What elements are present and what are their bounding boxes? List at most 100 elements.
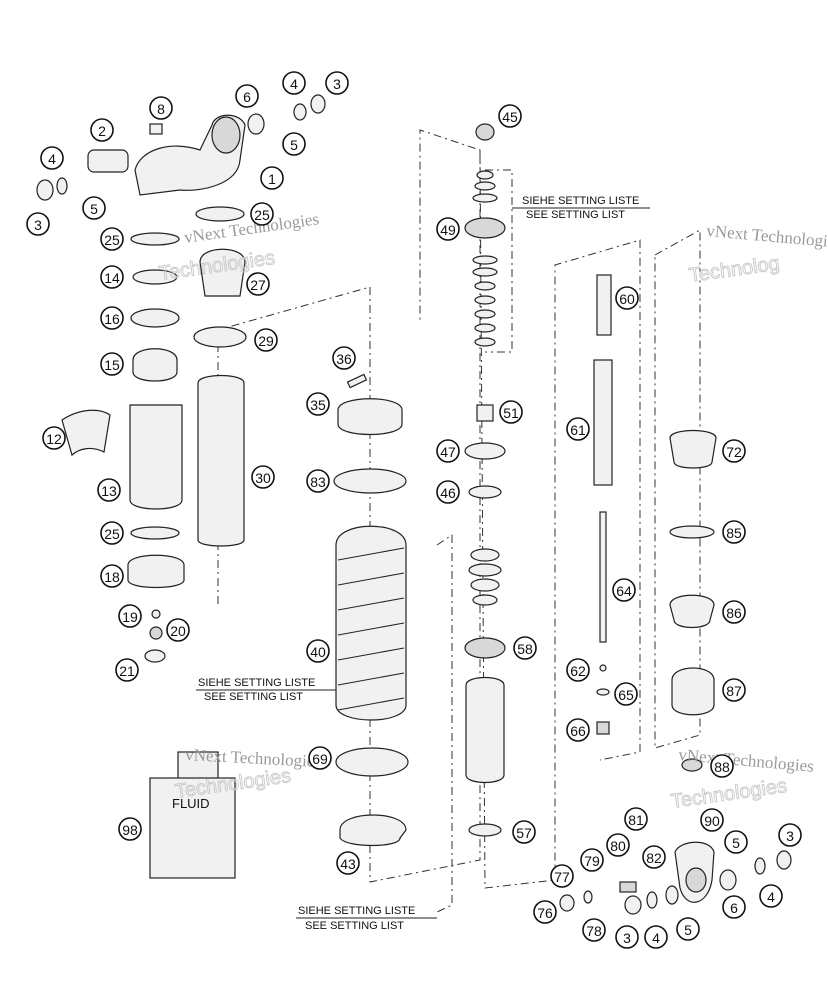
callout-13: 13 <box>97 478 121 502</box>
callout-3: 3 <box>325 71 349 95</box>
callout-number: 25 <box>104 232 120 248</box>
spring-retainer-43 <box>339 814 407 847</box>
callout-45: 45 <box>498 104 522 128</box>
tube-61 <box>593 359 613 486</box>
callout-79: 79 <box>580 848 604 872</box>
callout-number: 2 <box>98 123 106 139</box>
spring-screw <box>149 123 163 135</box>
callout-number: 4 <box>48 151 56 167</box>
callout-4: 4 <box>40 146 64 170</box>
callout-20: 20 <box>166 618 190 642</box>
callout-number: 85 <box>726 525 742 541</box>
callout-60: 60 <box>615 286 639 310</box>
callout-83: 83 <box>306 469 330 493</box>
callout-58: 58 <box>513 636 537 660</box>
callout-14: 14 <box>100 265 124 289</box>
callout-6: 6 <box>235 84 259 108</box>
callout-46: 46 <box>436 480 460 504</box>
callout-number: 12 <box>46 431 62 447</box>
callout-4: 4 <box>759 884 783 908</box>
callout-number: 60 <box>619 291 635 307</box>
callout-76: 76 <box>533 900 557 924</box>
callout-29: 29 <box>254 328 278 352</box>
spring-40 <box>335 525 407 721</box>
cap-88 <box>681 758 703 772</box>
setting-note-de: SIEHE SETTING LISTE <box>198 677 315 689</box>
callout-57: 57 <box>512 820 536 844</box>
callout-19: 19 <box>118 604 142 628</box>
callout-3: 3 <box>615 925 639 949</box>
callout-number: 5 <box>684 922 692 938</box>
callout-number: 66 <box>570 723 586 739</box>
bushing-right <box>310 94 326 114</box>
callout-number: 86 <box>726 605 742 621</box>
callout-27: 27 <box>246 272 270 296</box>
dashed-assembly-lines <box>217 129 701 913</box>
ring-47 <box>464 442 506 460</box>
callout-81: 81 <box>624 807 648 831</box>
callout-87: 87 <box>722 678 746 702</box>
callout-number: 14 <box>104 270 120 286</box>
callout-16: 16 <box>100 306 124 330</box>
bolt-36 <box>346 373 368 389</box>
mount-bore <box>211 116 241 154</box>
callout-90: 90 <box>700 808 724 832</box>
callout-80: 80 <box>606 833 630 857</box>
cap-18 <box>127 554 185 589</box>
callout-number: 5 <box>290 137 298 153</box>
screw-66 <box>596 721 610 735</box>
callout-85: 85 <box>722 520 746 544</box>
callout-72: 72 <box>722 439 746 463</box>
piston-15 <box>132 348 178 382</box>
callout-number: 69 <box>312 751 328 767</box>
callout-86: 86 <box>722 600 746 624</box>
callout-number: 46 <box>440 485 456 501</box>
piston-49 <box>464 217 506 239</box>
callout-49: 49 <box>436 217 460 241</box>
seat-69 <box>335 747 409 777</box>
callout-6: 6 <box>722 895 746 919</box>
bushing-left <box>36 179 54 201</box>
callout-number: 25 <box>254 207 270 223</box>
callout-69: 69 <box>308 746 332 770</box>
callout-2: 2 <box>90 118 114 142</box>
callout-number: 29 <box>258 333 274 349</box>
callout-43: 43 <box>336 851 360 875</box>
o-ring-25-top <box>130 232 180 246</box>
piston-58 <box>464 637 506 659</box>
setting-note-de: SIEHE SETTING LISTE <box>298 905 415 917</box>
callout-5: 5 <box>82 196 106 220</box>
callout-number: 4 <box>290 76 298 92</box>
o-ring-46 <box>468 485 502 499</box>
callout-78: 78 <box>582 918 606 942</box>
callout-65: 65 <box>614 682 638 706</box>
cap-21 <box>144 649 166 663</box>
bearing-right <box>247 113 265 135</box>
svg-text:vNext Technologies: vNext Technologies <box>706 221 828 252</box>
callout-5: 5 <box>724 830 748 854</box>
callout-number: 5 <box>90 201 98 217</box>
callout-30: 30 <box>251 465 275 489</box>
piston-rod-parts <box>593 274 613 735</box>
callout-3: 3 <box>26 212 50 236</box>
callout-number: 80 <box>610 838 626 854</box>
callout-number: 4 <box>767 889 775 905</box>
callout-18: 18 <box>100 564 124 588</box>
callout-number: 65 <box>618 687 634 703</box>
callout-number: 8 <box>157 101 165 117</box>
callout-25: 25 <box>100 227 124 251</box>
bushing-51 <box>476 404 494 422</box>
callout-number: 19 <box>122 609 138 625</box>
part-number-callouts: 1233445568121314151618192021252525272930… <box>26 71 802 949</box>
callout-number: 1 <box>268 171 276 187</box>
callout-number: 30 <box>255 470 271 486</box>
reservoir-30 <box>197 374 245 547</box>
callout-number: 21 <box>119 663 135 679</box>
callout-number: 6 <box>243 89 251 105</box>
fluid-container: FLUID <box>149 751 236 879</box>
callout-number: 47 <box>440 444 456 460</box>
fluid-label: FLUID <box>172 796 210 811</box>
callout-number: 88 <box>714 759 730 775</box>
callout-number: 79 <box>584 853 600 869</box>
piston-86 <box>669 594 715 629</box>
